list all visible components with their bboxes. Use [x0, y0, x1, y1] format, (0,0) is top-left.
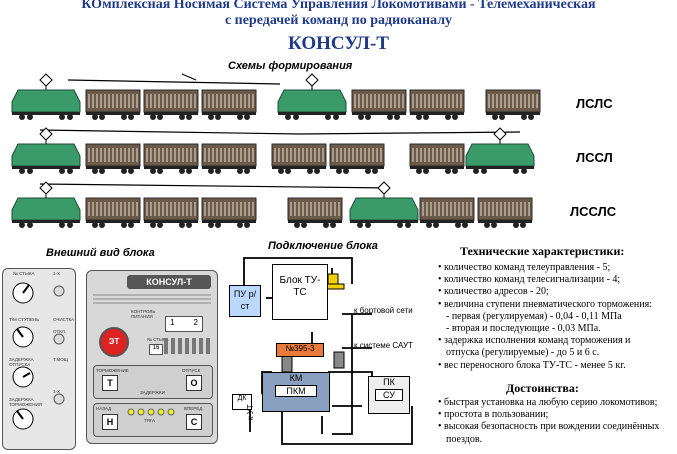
spec-item: • количество команд телесигнализации - 4…	[438, 274, 621, 286]
label-step: Т/М СТУПЕНЬ	[9, 317, 40, 322]
spec-item: - первая (регулируемая) - 0,04 - 0,11 МП…	[446, 310, 622, 322]
scheme-code-1: ЛСЛС	[576, 96, 613, 111]
specs-list: • количество команд телеуправления - 5; …	[438, 262, 674, 372]
device-name-plate: КОНСУЛ-Т	[127, 275, 211, 289]
number-value: 16	[149, 344, 163, 355]
pk-box: ПК СУ	[368, 376, 410, 414]
left-side-panel: № СТЫКА Т/М СТУПЕНЬ ЗАДЕРЖКА ОТПУСКА ЗАД…	[2, 268, 76, 450]
release-o-button[interactable]: О	[186, 375, 202, 391]
advantage-item: • быстрая установка на любую серию локом…	[438, 397, 658, 408]
label-power: Т.МОЩ	[53, 357, 68, 362]
delay-label: ЗАДЕРЖКИ	[140, 390, 165, 395]
scheme-code-3: ЛССЛС	[570, 204, 617, 219]
tyaga-label: ТЯГА	[144, 418, 156, 423]
ut-label: к УТ	[246, 404, 255, 420]
device-front-panel: КОНСУЛ-Т ЭТ 1 2 КОНТРОЛЬ ПИТАНИЯ № СТЫКА…	[86, 270, 218, 444]
su-label: СУ	[375, 389, 403, 401]
label-1x-2: 1-Х	[53, 389, 61, 394]
km-label: КМ	[289, 373, 303, 383]
saut-label: к системе САУТ	[354, 341, 413, 350]
switch-right-label: 2	[193, 318, 198, 327]
advantages-list: • быстрая установка на любую серию локом…	[438, 397, 674, 446]
advantages-title: Достоинства:	[506, 381, 579, 395]
traction-group: НАЗАД ВПЕРЕД Н С ТЯГА	[93, 403, 213, 437]
label-release-delay: ЗАДЕРЖКА ОТПУСКА	[9, 357, 34, 367]
advantage-item: поездов.	[446, 433, 483, 445]
train-schemes	[11, 73, 541, 229]
controller-box: КМ ПКМ	[262, 372, 330, 412]
block-tu-ts: Блок ТУ-ТС	[272, 264, 328, 320]
spec-item: • задержка исполнения команд торможения …	[438, 335, 631, 347]
grille-icon	[164, 338, 210, 354]
advantage-item: • простота в пользовании;	[438, 409, 549, 421]
page-title: КОНСУЛ-Т	[288, 33, 389, 54]
knob-group	[12, 282, 65, 430]
label-styk: № СТЫКА	[13, 271, 35, 276]
connection-title: Подключение блока	[268, 240, 378, 252]
pk-label: ПК	[383, 377, 395, 387]
pu-radio-label: ПУ р/ст	[233, 289, 257, 311]
dk-label: ДК	[237, 395, 247, 402]
scheme-code-2: ЛССЛ	[576, 150, 613, 165]
brake-group: ТОРМОЖЕНИЕ ОТПУСК Т О ЗАДЕРЖКИ	[93, 365, 213, 399]
external-view-title: Внешний вид блока	[46, 247, 155, 259]
label-1x: 1-Х	[53, 271, 61, 276]
forward-label: ВПЕРЕД	[184, 406, 203, 411]
onboard-network-label: к бортовой сети	[354, 306, 413, 315]
spec-item: отпуска (регулируемые) - до 5 и 6 с.	[446, 347, 600, 359]
specs-title: Технические характеристики:	[460, 244, 625, 258]
label-clean: ОЧИСТКА	[53, 317, 75, 322]
traction-s-button[interactable]: С	[186, 414, 202, 430]
header-line1: КОмплексная Носимая Система Управления Л…	[81, 0, 596, 12]
pkm-label: ПКМ	[275, 385, 317, 397]
switch-left-label: 1	[170, 318, 175, 327]
part-number-plate: №395-3	[276, 343, 324, 357]
header-line2: с передачей команд по радиоканалу	[224, 13, 453, 28]
block-tu-ts-label: Блок ТУ-ТС	[279, 275, 321, 298]
spec-item: - вторая и последующие - 0,03 МПа.	[446, 323, 601, 335]
estop-button[interactable]: ЭТ	[99, 327, 129, 357]
spec-item: • вес переносного блока ТУ-ТС - менее 5 …	[438, 359, 626, 371]
brake-label: ТОРМОЖЕНИЕ	[96, 368, 129, 373]
spec-item: • количество адресов - 20;	[438, 286, 549, 298]
release-label: ОТПУСК	[182, 368, 201, 373]
address-switch[interactable]: 1 2	[165, 316, 203, 332]
pu-radio-box: ПУ р/ст	[229, 285, 261, 317]
vent-lines	[93, 294, 211, 304]
brake-t-button[interactable]: Т	[102, 375, 118, 391]
led-row	[127, 408, 175, 416]
spec-item: • величина ступени пневматического тормо…	[438, 298, 652, 310]
power-indicator-label: КОНТРОЛЬ ПИТАНИЯ	[131, 309, 156, 319]
label-off: ОТКЛ.	[53, 329, 67, 334]
schemes-title: Схемы формирования	[228, 60, 353, 72]
spec-item: • количество команд телеуправления - 5;	[438, 262, 611, 273]
back-label: НАЗАД	[96, 406, 112, 411]
traction-n-button[interactable]: Н	[102, 414, 118, 430]
label-brake-delay: ЗАДЕРЖКА ТОРМОЖЕНИЯ	[9, 397, 43, 407]
number-label: № СТЫКА	[147, 337, 169, 342]
advantage-item: • высокая безопасность при вождении соед…	[438, 421, 660, 433]
dk-box: ДК	[232, 394, 252, 410]
